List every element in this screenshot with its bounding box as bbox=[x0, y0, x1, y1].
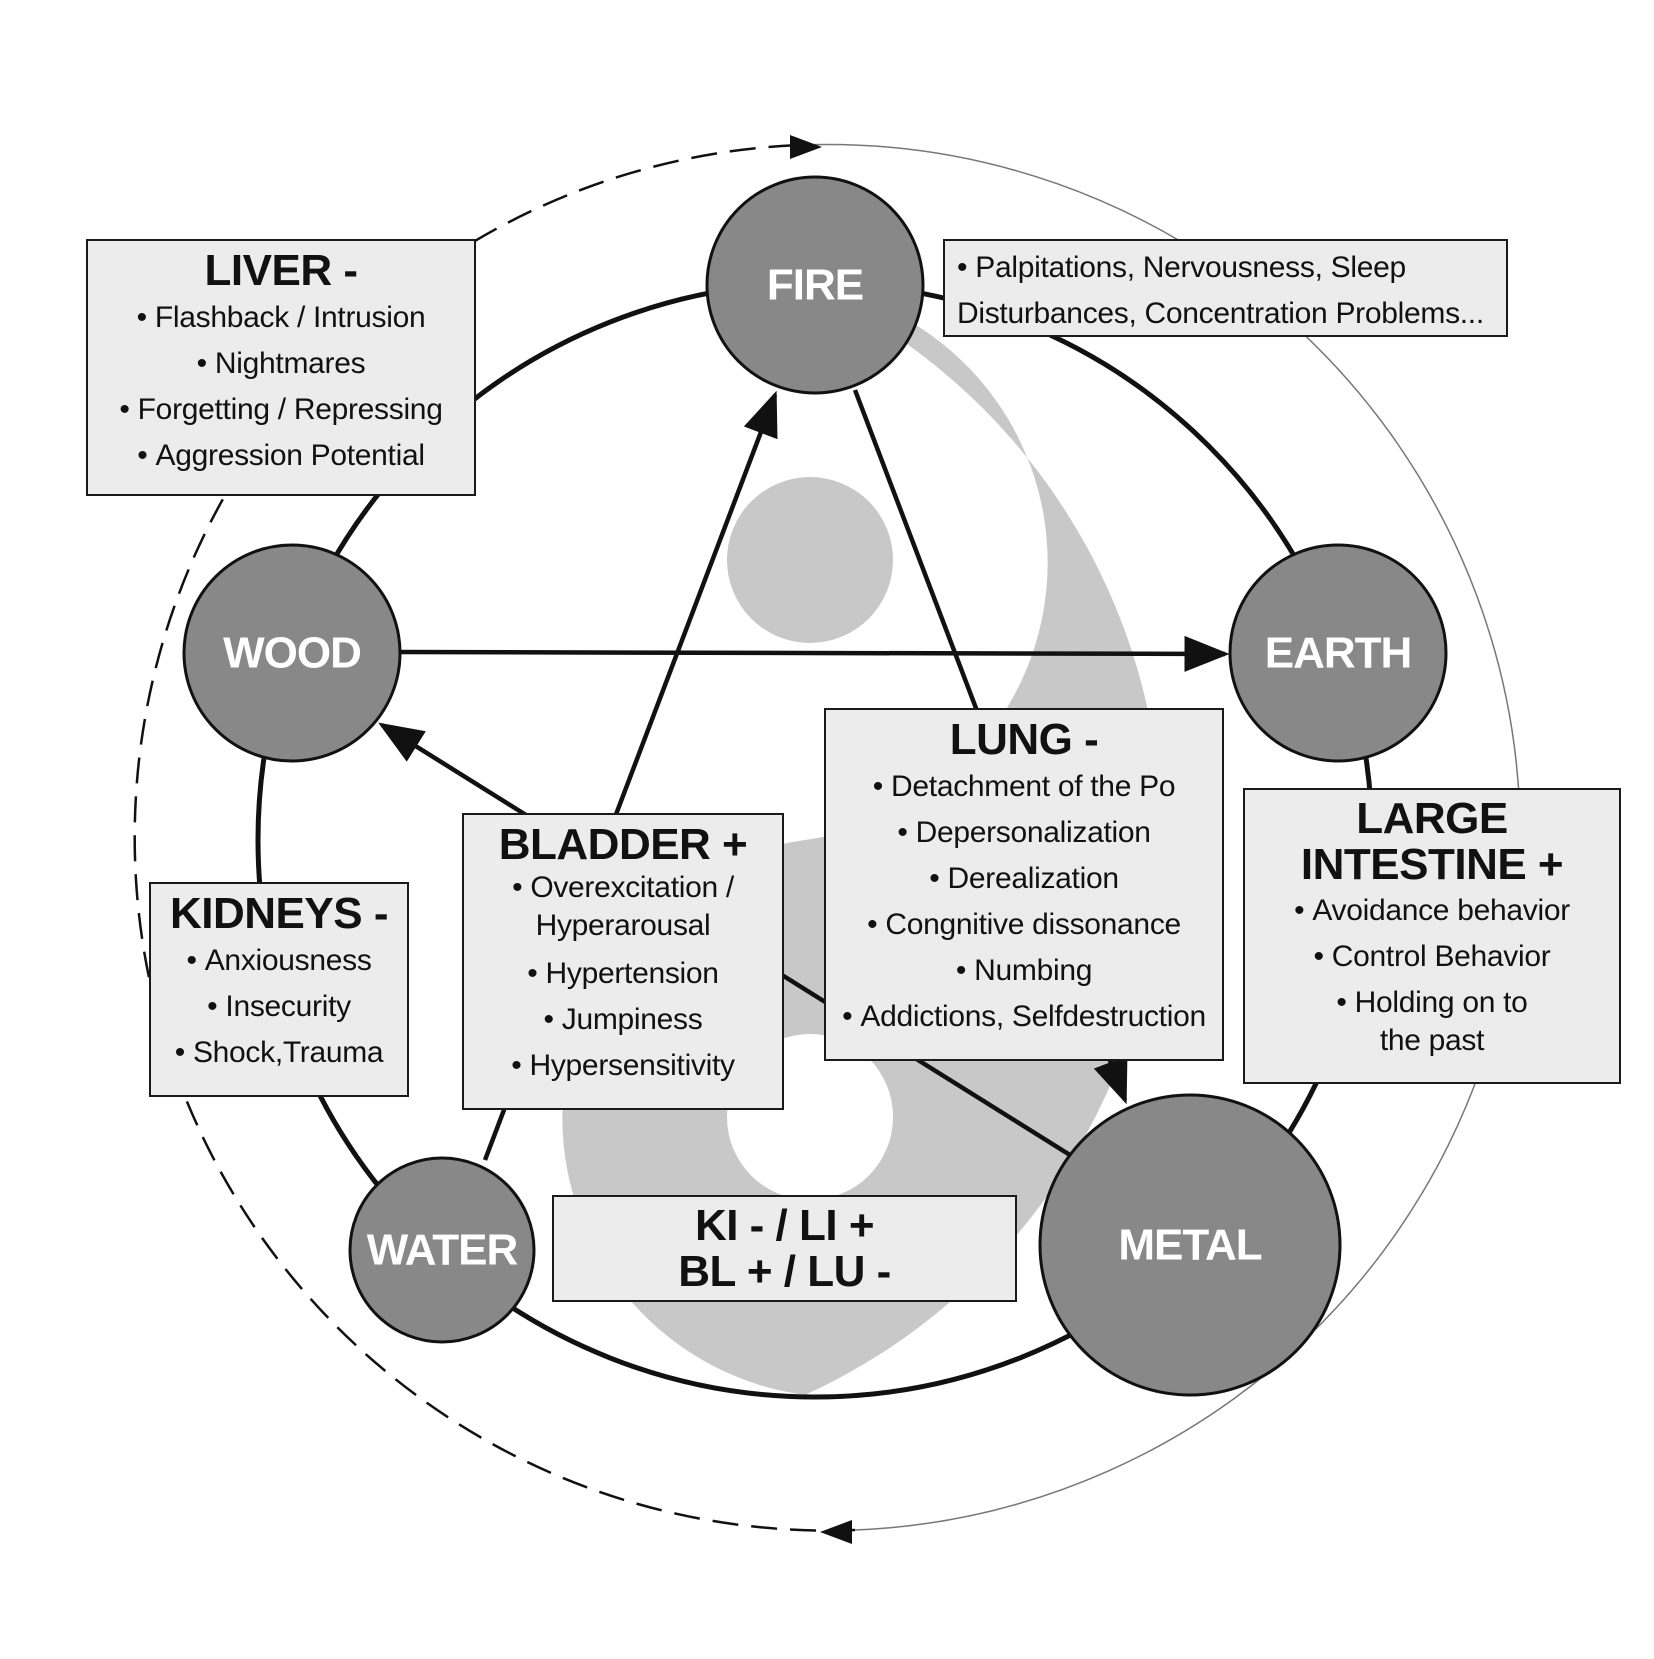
bladder-item: Hypersensitivity bbox=[464, 1043, 782, 1089]
node-fire-label: FIRE bbox=[767, 261, 863, 310]
liver-item: Forgetting / Repressing bbox=[88, 387, 474, 433]
bottom-cycle-arrow bbox=[820, 1520, 852, 1544]
large-intestine-title: INTESTINE + bbox=[1300, 840, 1564, 889]
fire-symptoms-line: • Palpitations, Nervousness, Sleep bbox=[957, 251, 1406, 284]
control-line-wood-earth bbox=[397, 635, 1230, 672]
node-wood-label: WOOD bbox=[223, 629, 361, 678]
lung-item: Derealization bbox=[826, 856, 1222, 902]
lung-title: LUNG - bbox=[949, 715, 1099, 764]
lung-item: Detachment of the Po bbox=[826, 764, 1222, 810]
lung-item: Numbing bbox=[826, 948, 1222, 994]
node-earth-label: EARTH bbox=[1265, 629, 1412, 678]
liver-item: Flashback / Intrusion bbox=[88, 295, 474, 341]
lung-item: Addictions, Selfdestruction bbox=[826, 994, 1222, 1040]
large-intestine-item: Avoidance behavior bbox=[1245, 888, 1619, 934]
node-water: WATER bbox=[348, 1156, 536, 1344]
top-cycle-arrow bbox=[790, 135, 822, 159]
lung-item: Depersonalization bbox=[826, 810, 1222, 856]
kidneys-title: KIDNEYS - bbox=[170, 889, 388, 938]
liver-box: LIVER - Flashback / Intrusion Nightmares… bbox=[86, 239, 476, 496]
lung-box: LUNG - Detachment of the Po Depersonaliz… bbox=[824, 708, 1224, 1061]
liver-title: LIVER - bbox=[204, 246, 358, 295]
bladder-title: BLADDER + bbox=[498, 820, 748, 869]
kidneys-item: Anxiousness bbox=[151, 938, 407, 984]
large-intestine-item-continued: the past bbox=[1379, 1024, 1485, 1057]
large-intestine-item: Holding on to bbox=[1245, 984, 1619, 1022]
kidneys-item: Insecurity bbox=[151, 984, 407, 1030]
summary-line: KI - / LI + bbox=[694, 1201, 875, 1250]
large-intestine-title: LARGE bbox=[1356, 794, 1508, 843]
liver-item: Aggression Potential bbox=[88, 433, 474, 479]
meridian-summary-box: KI - / LI + BL + / LU - bbox=[552, 1195, 1017, 1302]
bladder-item: Hypertension bbox=[464, 951, 782, 997]
kidneys-box: KIDNEYS - Anxiousness Insecurity Shock,T… bbox=[149, 882, 409, 1097]
liver-item: Nightmares bbox=[88, 341, 474, 387]
yinyang-upper-dot bbox=[727, 477, 893, 643]
node-metal: METAL bbox=[1038, 1093, 1342, 1397]
node-water-label: WATER bbox=[367, 1226, 518, 1275]
bladder-item: Overexcitation / bbox=[464, 869, 782, 907]
large-intestine-item: Control Behavior bbox=[1245, 934, 1619, 980]
node-earth: EARTH bbox=[1228, 543, 1448, 763]
node-wood: WOOD bbox=[182, 543, 402, 763]
fire-symptoms-box: • Palpitations, Nervousness, Sleep Distu… bbox=[943, 239, 1508, 337]
summary-line: BL + / LU - bbox=[678, 1247, 891, 1296]
bladder-item: Jumpiness bbox=[464, 997, 782, 1043]
node-fire: FIRE bbox=[705, 175, 925, 395]
kidneys-item: Shock,Trauma bbox=[151, 1030, 407, 1076]
large-intestine-box: LARGE INTESTINE + Avoidance behavior Con… bbox=[1243, 788, 1621, 1084]
fire-symptoms-line: Disturbances, Concentration Problems... bbox=[957, 297, 1484, 330]
node-metal-label: METAL bbox=[1118, 1221, 1261, 1270]
bladder-item-continued: Hyperarousal bbox=[535, 909, 711, 942]
bladder-box: BLADDER + Overexcitation / Hyperarousal … bbox=[462, 813, 784, 1110]
lung-item: Congnitive dissonance bbox=[826, 902, 1222, 948]
